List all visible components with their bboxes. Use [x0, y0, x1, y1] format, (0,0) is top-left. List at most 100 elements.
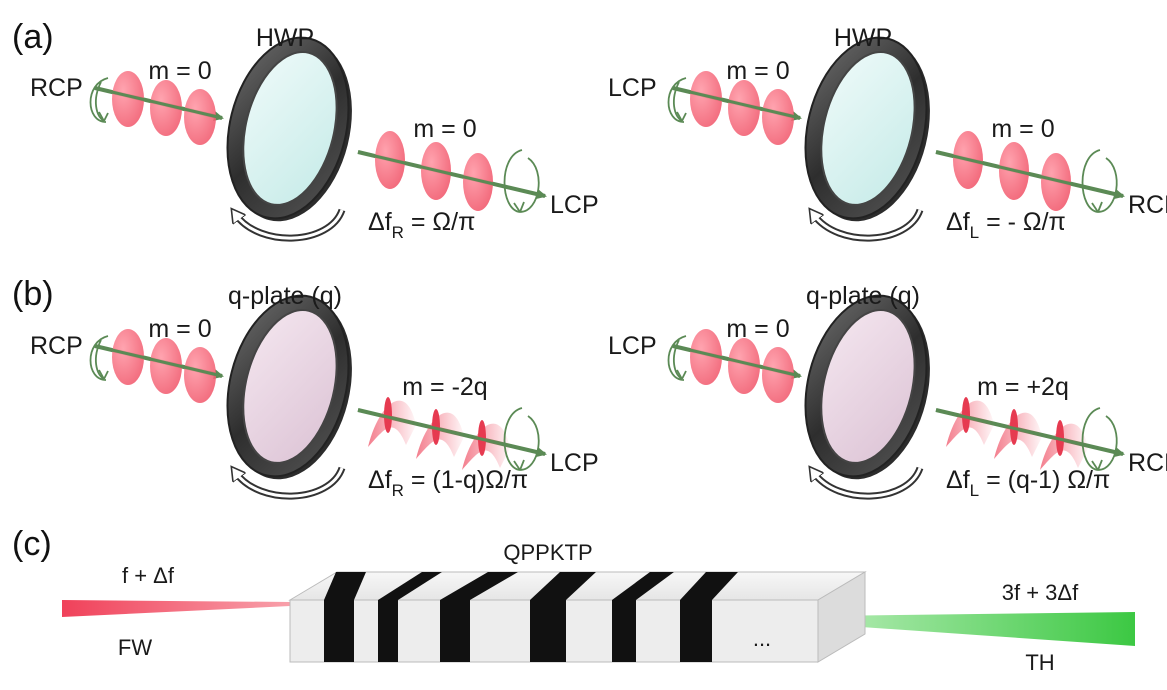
output-mode-label: m = 0 [413, 115, 476, 143]
domain-stripe-front [530, 600, 566, 662]
input-beam-axis-front [672, 344, 801, 378]
frequency-shift-symbol: Δf [946, 208, 970, 236]
output-beam-axis-front [357, 150, 546, 198]
frequency-shift-label: ΔfR = Ω/π [368, 208, 475, 242]
input-wavefront [184, 89, 216, 145]
frequency-shift-label: ΔfR = (1-q)Ω/π [368, 466, 528, 500]
output-helical-wavefront [462, 423, 510, 470]
crystal-label: QPPKTP [503, 540, 592, 565]
output-helical-wavefront [368, 400, 416, 447]
panel-c: QPPKTP ... f + Δf FW 3f + 3Δf TH [62, 540, 1135, 675]
output-polarization-arrowhead [1091, 201, 1103, 213]
input-wavefront [728, 80, 760, 136]
output-helical-wavefront [416, 412, 464, 459]
output-polarization-arrowhead [1091, 459, 1103, 471]
output-helix-core [384, 397, 392, 433]
ellipsis: ... [753, 626, 771, 651]
fw-beam-cone [62, 600, 290, 617]
device-label: HWP [256, 24, 314, 52]
frequency-shift-symbol: Δf [368, 466, 392, 494]
output-wavefront [463, 153, 493, 211]
device-label: HWP [834, 24, 892, 52]
input-wavefront [690, 329, 722, 385]
output-polarization-arrow [1081, 407, 1118, 471]
input-wavefront [112, 329, 144, 385]
input-wavefront [762, 347, 794, 403]
output-polarization-arrow [1081, 149, 1118, 213]
domain-stripe-top [612, 572, 674, 600]
output-helical-wavefront [1040, 423, 1088, 470]
output-polarization-arrow [503, 149, 540, 213]
output-polarization-label: LCP [550, 449, 599, 477]
half-wave-plate [226, 36, 352, 222]
plate-glass [820, 309, 916, 464]
domain-stripe-front [324, 600, 354, 662]
scenes: HWP m = 0 RCP m = 0 LCP ΔfR = Ω/π HWP m = 0 LCP m… [30, 24, 1167, 500]
plate-glass [820, 51, 916, 206]
input-polarization-label: LCP [608, 74, 657, 102]
q-plate [804, 294, 930, 480]
domain-stripe-front [612, 600, 636, 662]
input-mode-label: m = 0 [726, 315, 789, 343]
frequency-shift-expression: = - Ω/π [979, 208, 1066, 236]
input-polarization-arrow [89, 77, 109, 123]
output-polarization-label: RCP [1128, 449, 1167, 477]
panel-label-b: (b) [12, 275, 54, 313]
input-polarization-label: RCP [30, 74, 83, 102]
input-wavefront [150, 338, 182, 394]
domain-stripe-front [680, 600, 712, 662]
input-mode-label: m = 0 [148, 315, 211, 343]
input-polarization-arrowhead [98, 369, 109, 380]
input-wavefront [728, 338, 760, 394]
output-wavefront [1041, 153, 1071, 211]
frequency-shift-label: ΔfL = (q-1) Ω/π [946, 466, 1110, 500]
input-beam-axis-front [672, 86, 801, 120]
q-plate [226, 294, 352, 480]
input-polarization-arrow [667, 335, 687, 381]
output-helix-core [962, 397, 970, 433]
plate-glass [242, 51, 338, 206]
input-wavefront [150, 80, 182, 136]
th-beam-cone [818, 612, 1135, 646]
input-beam-axis-front [94, 86, 223, 120]
input-mode-label: m = 0 [726, 57, 789, 85]
frequency-shift-expression: = (q-1) Ω/π [979, 466, 1110, 494]
input-polarization-arrowhead [98, 111, 109, 122]
rotation-arrow-inner [234, 467, 344, 498]
domain-stripe-top [680, 572, 738, 600]
input-polarization-label: RCP [30, 332, 83, 360]
device-label: q-plate (q) [806, 282, 920, 310]
input-polarization-label: LCP [608, 332, 657, 360]
output-beam-axis-front [935, 150, 1124, 198]
output-mode-label: m = 0 [991, 115, 1054, 143]
input-polarization-arrow [667, 77, 687, 123]
frequency-shift-subscript: L [970, 223, 979, 242]
output-mode-label: m = -2q [402, 373, 487, 401]
domain-stripe-top [324, 572, 366, 600]
output-beam-axis-front [357, 408, 546, 456]
domain-stripe-top [378, 572, 442, 600]
input-wavefront [690, 71, 722, 127]
frequency-shift-subscript: R [392, 481, 404, 500]
output-beam-axis-front [935, 408, 1124, 456]
domain-stripe-front [378, 600, 398, 662]
frequency-shift-subscript: R [392, 223, 404, 242]
domain-stripe-top [530, 572, 596, 600]
output-helical-wavefront [946, 400, 994, 447]
input-polarization-arrowhead [676, 111, 687, 122]
input-polarization-arrowhead [676, 369, 687, 380]
panel-label-a: (a) [12, 18, 54, 56]
th-label: TH [1025, 650, 1054, 675]
input-wavefront [184, 347, 216, 403]
fw-label: FW [118, 635, 152, 660]
frequency-shift-symbol: Δf [946, 466, 970, 494]
device-label: q-plate (q) [228, 282, 342, 310]
input-mode-label: m = 0 [148, 57, 211, 85]
output-polarization-label: LCP [550, 191, 599, 219]
half-wave-plate [804, 36, 930, 222]
